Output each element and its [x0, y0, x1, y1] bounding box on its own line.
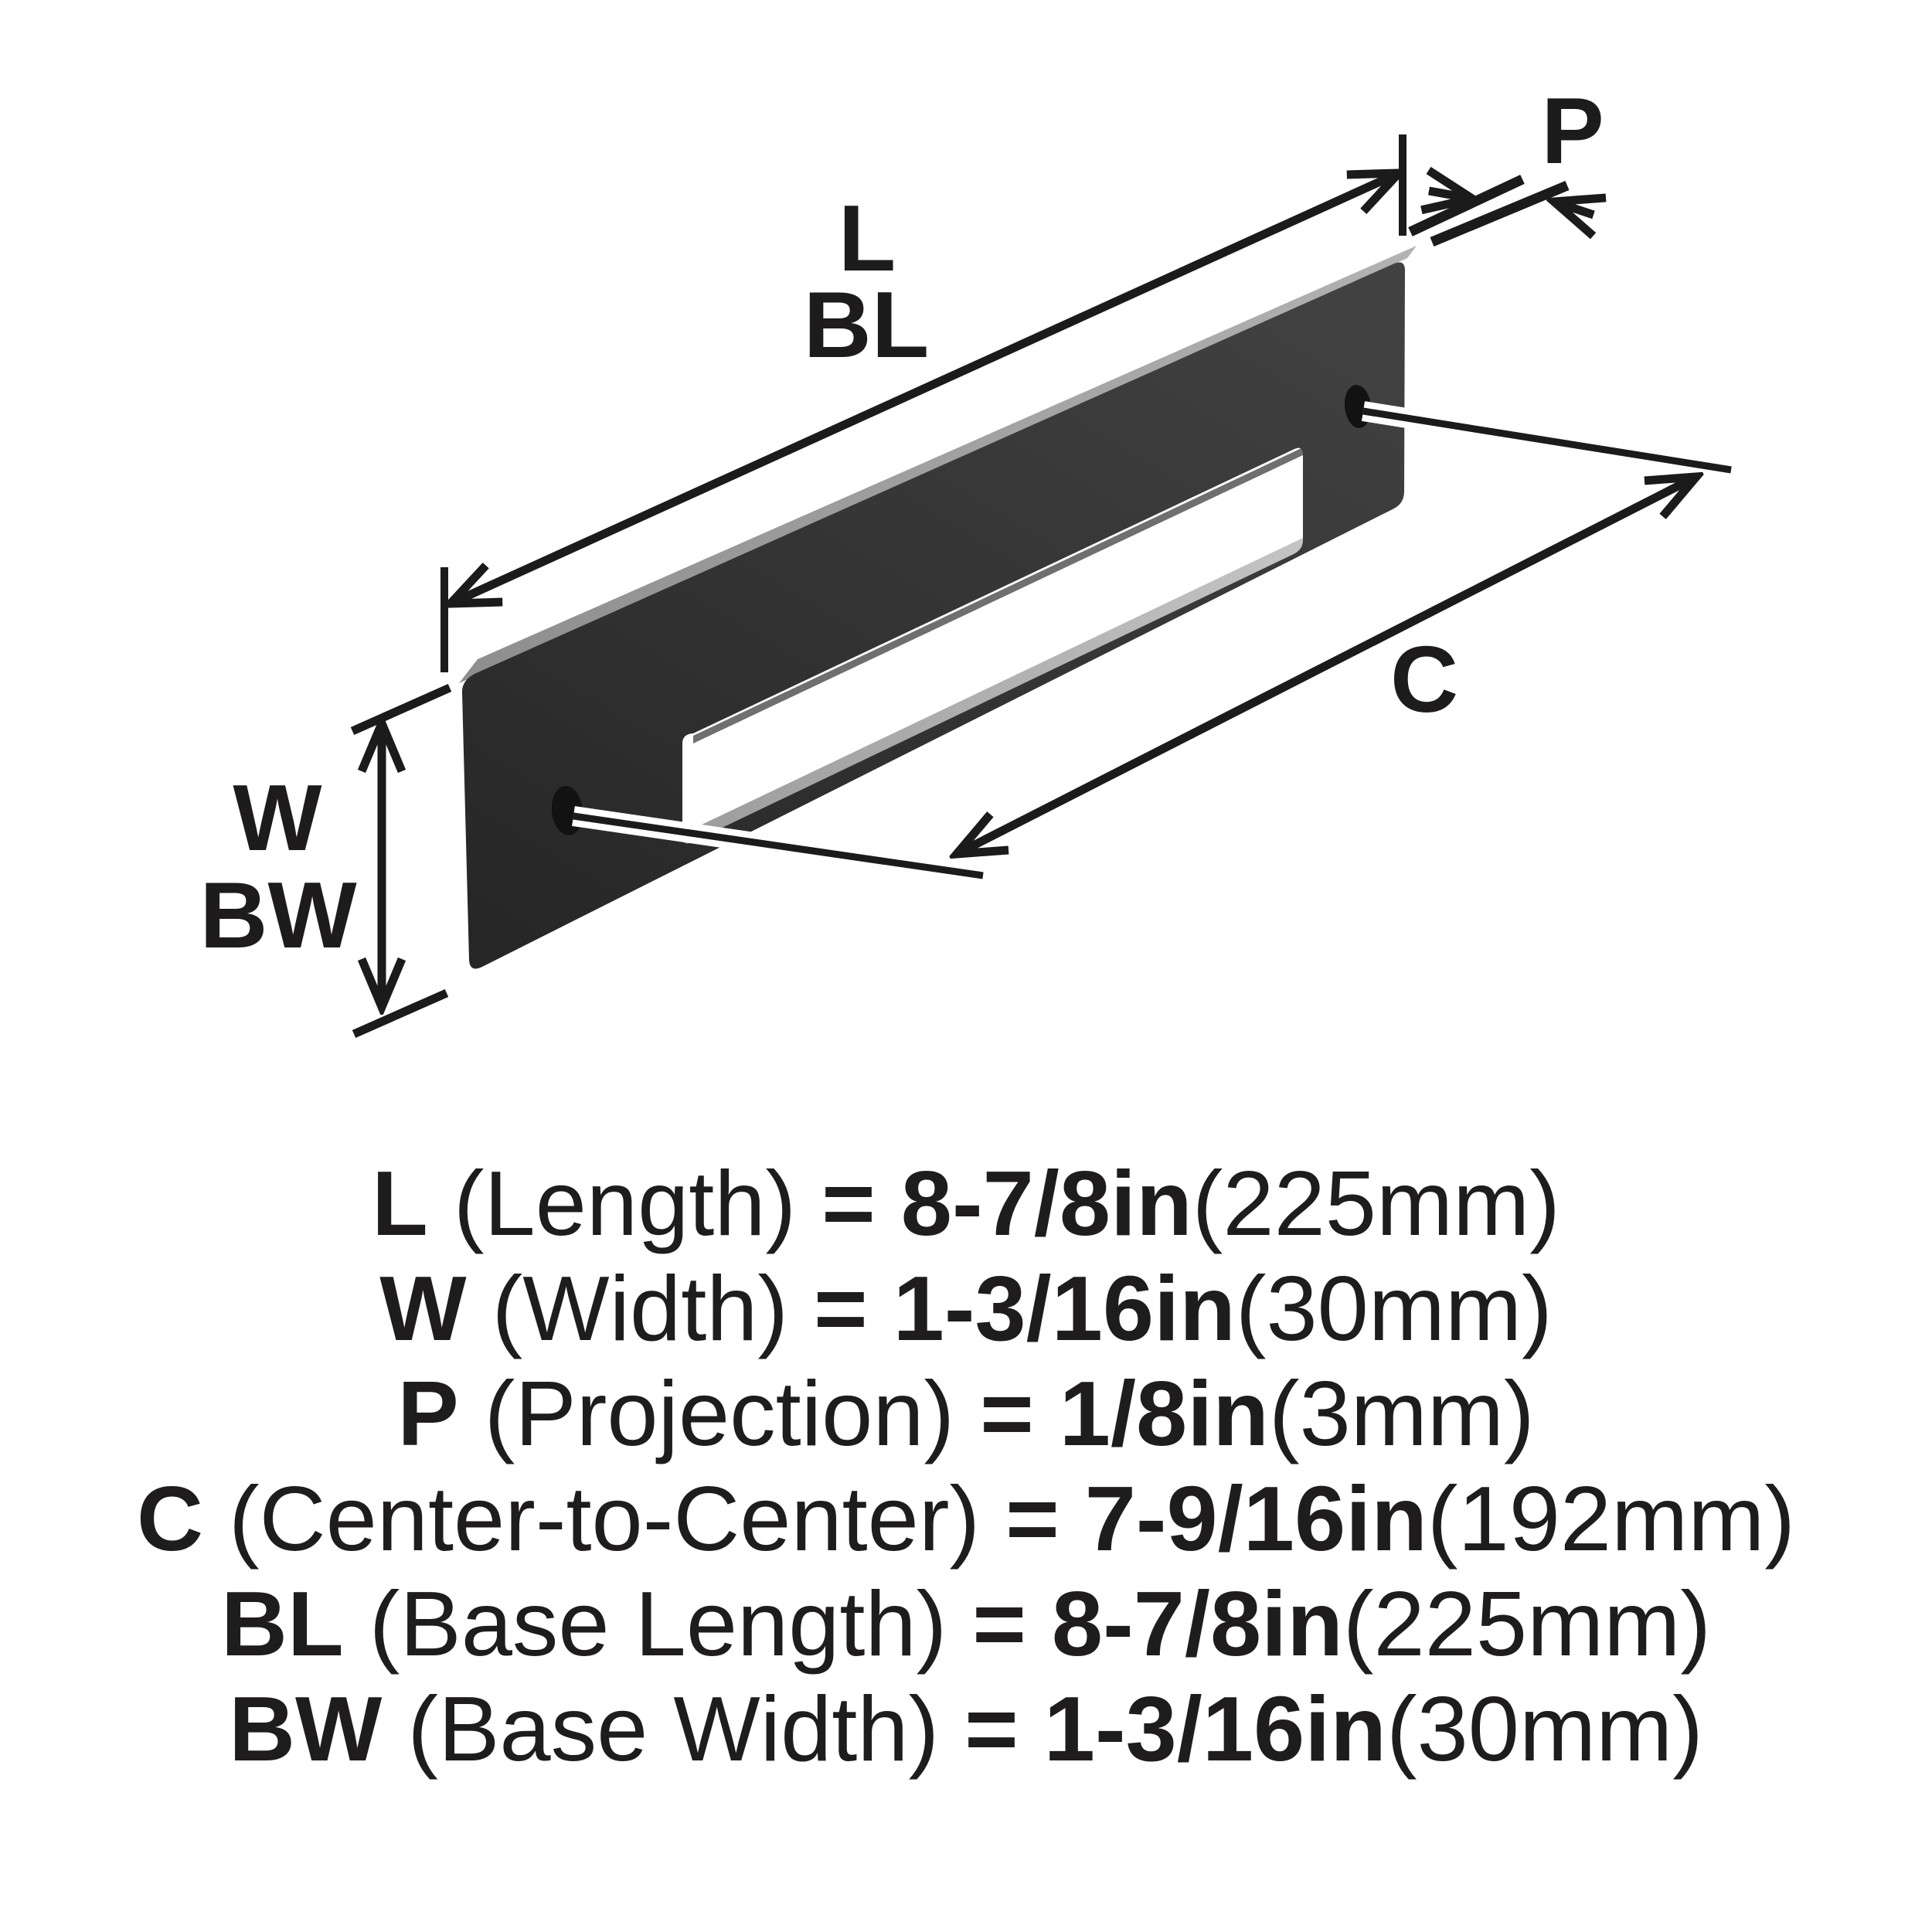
proj-arrow-left [1429, 191, 1472, 199]
legend-symbol: BL [221, 1573, 344, 1675]
dim-line-length [451, 173, 1399, 604]
label-projection: P [1541, 78, 1604, 183]
dimension-letter-labels: L BL P C W BW [199, 78, 1604, 968]
legend-symbol: BW [229, 1678, 383, 1781]
label-base-length: BL [804, 272, 930, 377]
legend-line: P (Projection) = 1/8in(3mm) [0, 1362, 1932, 1467]
legend-name: (Width) [466, 1257, 815, 1360]
leader-line-right [1362, 407, 1732, 474]
legend-metric: (225mm) [1192, 1152, 1560, 1255]
legend-name: (Length) [427, 1152, 822, 1255]
legend-line: W (Width) = 1-3/16in(30mm) [0, 1257, 1932, 1362]
legend-value: = 8-7/8in [972, 1573, 1343, 1675]
legend-metric: (30mm) [1235, 1257, 1553, 1360]
legend-value: = 8-7/8in [821, 1152, 1192, 1255]
legend-value: = 7-9/16in [1005, 1468, 1427, 1570]
legend-value: = 1-3/16in [814, 1257, 1236, 1360]
legend-metric: (192mm) [1427, 1468, 1795, 1570]
legend-symbol: W [379, 1257, 467, 1360]
legend-symbol: L [372, 1152, 428, 1255]
label-base-width: BW [199, 862, 357, 968]
legend-symbol: P [397, 1362, 459, 1465]
label-width: W [233, 765, 322, 870]
legend-line: BW (Base Width) = 1-3/16in(30mm) [0, 1677, 1932, 1782]
dimension-lines [350, 134, 1696, 1039]
legend-metric: (30mm) [1386, 1678, 1703, 1781]
legend-value: = 1/8in [980, 1362, 1269, 1465]
dim-tick-width-bottom [352, 988, 449, 1039]
legend-line: L (Length) = 8-7/8in(225mm) [0, 1151, 1932, 1257]
legend-metric: (3mm) [1268, 1362, 1535, 1465]
legend-symbol: C [137, 1468, 203, 1570]
legend-line: C (Center-to-Center) = 7-9/16in(192mm) [0, 1467, 1932, 1572]
legend-name: (Projection) [458, 1362, 981, 1465]
legend-name: (Base Length) [343, 1573, 973, 1675]
label-center-to-center: C [1390, 627, 1458, 732]
legend-metric: (225mm) [1342, 1573, 1711, 1675]
dim-tick-width-top [350, 683, 452, 736]
legend-name: (Center-to-Center) [202, 1468, 1006, 1570]
legend: L (Length) = 8-7/8in(225mm)W (Width) = 1… [0, 1151, 1932, 1782]
leader-lines [572, 401, 1733, 886]
proj-arrow-right [1554, 202, 1594, 215]
legend-value: = 1-3/16in [964, 1678, 1386, 1781]
leader-line-left [573, 812, 984, 879]
legend-line: BL (Base Length) = 8-7/8in(225mm) [0, 1572, 1932, 1677]
label-length: L [838, 185, 896, 291]
dim-line-center-to-center [957, 477, 1696, 854]
legend-name: (Base Width) [382, 1678, 965, 1781]
